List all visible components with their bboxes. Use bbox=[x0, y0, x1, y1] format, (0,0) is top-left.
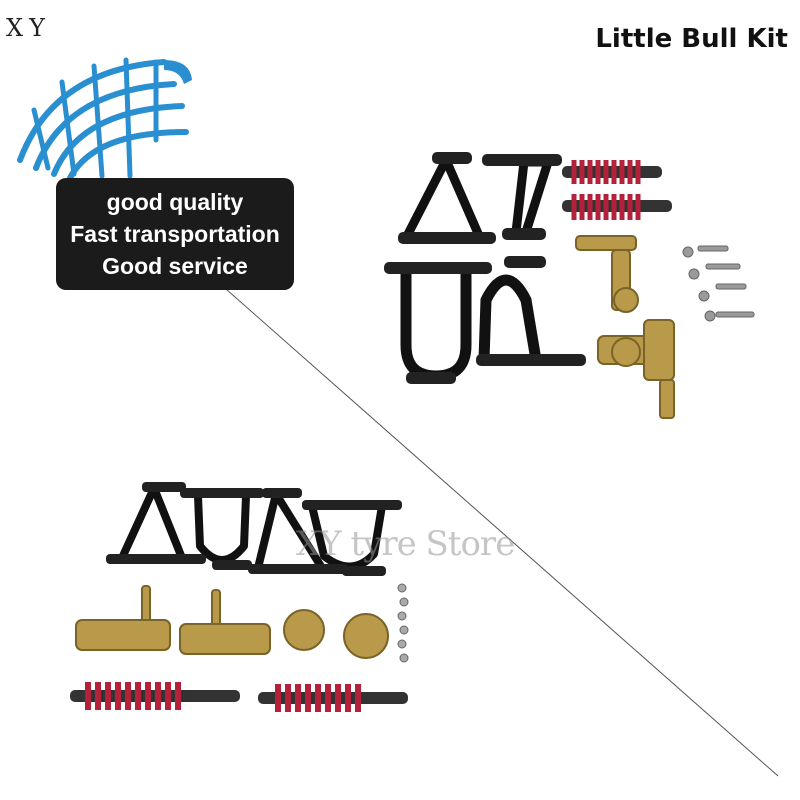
u-arm-2 bbox=[478, 274, 542, 361]
a-arm-triangle bbox=[401, 155, 485, 243]
u-arm bbox=[400, 270, 472, 382]
kit-title: Little Bull Kit bbox=[595, 24, 788, 54]
steering-knuckles bbox=[575, 235, 675, 419]
banner-line-transport: Fast transportation bbox=[70, 221, 280, 247]
shocks-row bbox=[70, 682, 408, 712]
product-photo-bottom bbox=[70, 482, 409, 712]
shock-absorber-top bbox=[562, 160, 672, 220]
u-arm-3 bbox=[194, 495, 250, 564]
tyre-tread-logo bbox=[17, 57, 192, 180]
bolts-nuts bbox=[682, 245, 755, 322]
store-watermark: XY tyre Store bbox=[296, 524, 515, 564]
nuts-column bbox=[397, 583, 409, 663]
banner-line-service: Good service bbox=[102, 253, 248, 279]
product-photo-top bbox=[384, 152, 755, 419]
a-arm-1 bbox=[118, 484, 186, 562]
knuckles-row bbox=[75, 585, 389, 659]
a-arm-triangle-2 bbox=[511, 157, 553, 234]
brand-mark: XY bbox=[6, 14, 51, 42]
promo-banner: good quality Fast transportation Good se… bbox=[56, 178, 294, 290]
banner-line-quality: good quality bbox=[106, 189, 244, 215]
